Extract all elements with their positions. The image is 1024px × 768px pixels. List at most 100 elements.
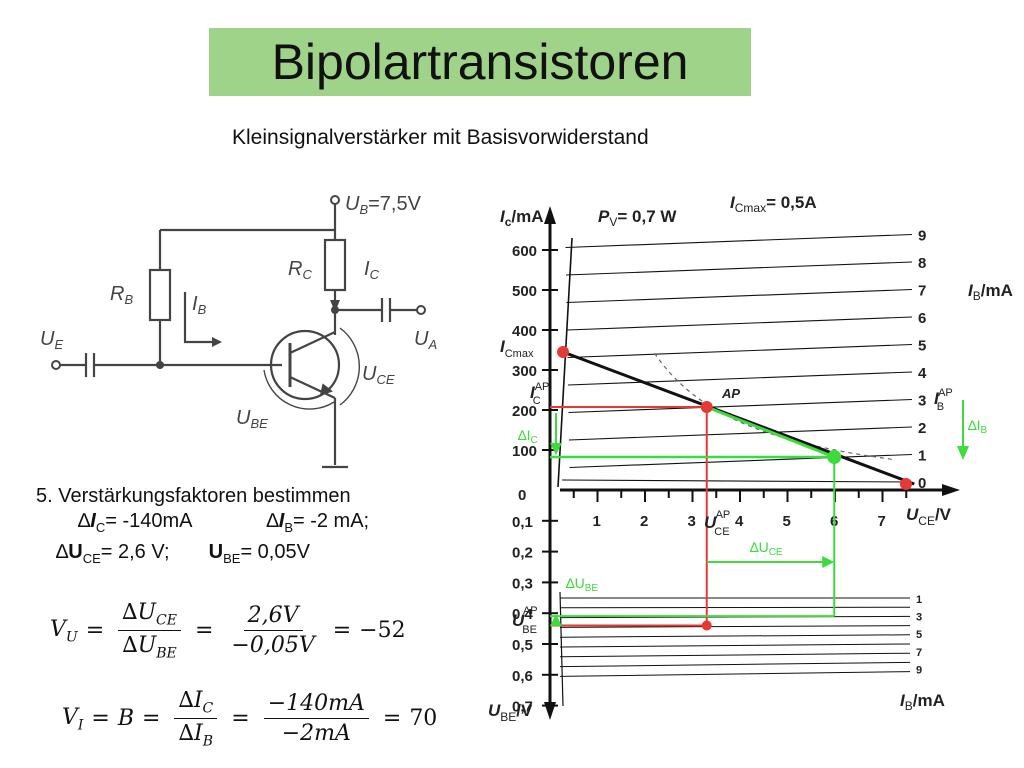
formula-current-gain: VI = B = ∆IC ∆IB = −140mA −2mA = 70 bbox=[62, 688, 437, 750]
input-curve-label-3: 3 bbox=[916, 612, 922, 624]
delta-load-segment bbox=[706, 405, 835, 459]
ube-ap-point bbox=[701, 620, 712, 631]
delta-ic-arrowhead bbox=[550, 443, 562, 455]
input-curve bbox=[559, 625, 911, 628]
formula-voltage-gain: VU = ∆UCE ∆UBE = 2,6V −0,05V = −52 bbox=[50, 600, 406, 662]
input-curve-label-9: 9 bbox=[916, 664, 922, 676]
uce-label: UCE bbox=[362, 363, 395, 387]
ib-curve-label-0: 0 bbox=[918, 475, 926, 492]
ib-label: IB bbox=[192, 293, 207, 317]
task-block: 5. Verstärkungsfaktoren bestimmen ∆IC= -… bbox=[36, 484, 369, 571]
dic-sub: C bbox=[95, 520, 106, 535]
ic-axis-label: Ic/mA bbox=[500, 207, 544, 229]
ib-curve-9 bbox=[565, 233, 913, 249]
ue-label: UE bbox=[40, 328, 63, 352]
ib-curve-6 bbox=[566, 316, 913, 331]
vu-frac-2: 2,6V −0,05V bbox=[231, 603, 315, 659]
dib-value: = -2 mA; bbox=[292, 510, 370, 532]
ube-tick-label-0,2: 0,2 bbox=[512, 545, 533, 562]
circuit-diagram: UB=7,5V RB RC IB IC UE UA UCE UBE bbox=[40, 193, 437, 469]
input-curve bbox=[559, 661, 911, 668]
ib-curve-label-5: 5 bbox=[918, 338, 926, 355]
uce-tick-label-5: 5 bbox=[783, 513, 791, 530]
ube-tick-label-0,7: 0,7 bbox=[512, 699, 533, 716]
eq-sign: = bbox=[332, 618, 352, 644]
ib-ap-label: IBAP bbox=[934, 387, 953, 413]
icmax-label: ICmax bbox=[500, 337, 534, 360]
ib-axis-label-right: IB/mA bbox=[968, 281, 1013, 303]
ic-tick-label-400: 400 bbox=[512, 323, 537, 340]
ube-axis-label: UBE/V bbox=[488, 701, 533, 724]
origin-label: 0 bbox=[518, 487, 526, 504]
ib-curve-7 bbox=[566, 288, 913, 304]
duce-value: = 2,6 V; bbox=[100, 541, 170, 563]
delta-ib-arrowhead bbox=[957, 446, 969, 460]
ap-label: AP bbox=[721, 386, 740, 401]
eq-sign: = bbox=[382, 706, 402, 732]
uce-axis-label: UCE/V bbox=[906, 505, 952, 528]
delta-symbol: ∆ bbox=[78, 510, 91, 532]
uce-tick-label-1: 1 bbox=[593, 513, 601, 530]
ib-curve-label-8: 8 bbox=[918, 255, 926, 272]
vi-frac-2: −140mA −2mA bbox=[263, 691, 369, 746]
ib-curve-1 bbox=[569, 453, 913, 469]
ic-tick-label-500: 500 bbox=[512, 283, 537, 300]
rb-label: RB bbox=[110, 283, 133, 307]
ib-curve-8 bbox=[565, 261, 913, 276]
vi-result: 70 bbox=[409, 706, 438, 732]
ic-tick-label-100: 100 bbox=[512, 443, 537, 460]
dib-sub: B bbox=[284, 520, 293, 535]
page-title: Bipolartransistoren bbox=[271, 34, 689, 90]
delta-ube-arrowhead bbox=[550, 614, 562, 627]
duce-symbol: U bbox=[68, 541, 83, 563]
input-curve bbox=[559, 671, 911, 677]
ib-curve-label-7: 7 bbox=[918, 283, 926, 300]
ic-tick-label-600: 600 bbox=[512, 243, 537, 260]
delta-uce-label: ∆UCE bbox=[750, 539, 783, 558]
eq-sign: = bbox=[142, 706, 161, 732]
ib-curve-label-2: 2 bbox=[918, 420, 926, 437]
eq-sign: = bbox=[91, 706, 110, 732]
vi-lhs: VI bbox=[62, 704, 84, 734]
ib-curve-label-4: 4 bbox=[918, 365, 927, 382]
ib-curve-2 bbox=[568, 426, 913, 441]
ube-ap-label: UBEAP bbox=[512, 605, 538, 636]
icmax-point bbox=[557, 346, 569, 358]
ube-symbol: U bbox=[208, 541, 224, 563]
vu-result: −52 bbox=[359, 618, 406, 644]
uce-tick-label-2: 2 bbox=[640, 513, 648, 530]
ib-curve-label-6: 6 bbox=[918, 310, 926, 327]
input-curve bbox=[559, 634, 911, 638]
uce-tick-label-3: 3 bbox=[688, 513, 696, 530]
eq-sign: = bbox=[231, 706, 250, 732]
ic-tick-label-300: 300 bbox=[512, 363, 537, 380]
ube-sub: BE bbox=[223, 551, 241, 566]
ua-label: UA bbox=[414, 328, 437, 352]
ube-tick-label-0,6: 0,6 bbox=[512, 668, 533, 685]
input-curve-label-7: 7 bbox=[916, 647, 922, 659]
icmax-top-label: ICmax= 0,5A bbox=[730, 193, 817, 215]
ube-tick-label-0,3: 0,3 bbox=[512, 575, 533, 592]
shifted-point bbox=[827, 450, 842, 464]
ube-value: = 0,05V bbox=[240, 541, 310, 563]
dic-symbol: I bbox=[90, 510, 96, 532]
uce-max-point bbox=[900, 478, 912, 490]
delta-uce-arrowhead bbox=[822, 556, 835, 568]
ube-tick-label-0,4: 0,4 bbox=[512, 606, 534, 623]
dib-symbol: I bbox=[278, 510, 285, 532]
uce-ap-label: UCEAP bbox=[704, 509, 730, 538]
ib-curve-3 bbox=[568, 398, 913, 414]
ube-tick-label-0,5: 0,5 bbox=[512, 637, 533, 654]
ic-ap-label: ICAP bbox=[530, 381, 549, 407]
task-line-currents: ∆IC= -140mA ∆IB= -2 mA; bbox=[36, 509, 369, 540]
dic-value: = -140mA bbox=[105, 510, 192, 532]
ib-curve-label-3: 3 bbox=[918, 393, 926, 410]
pv-label: PV= 0,7 W bbox=[598, 207, 677, 229]
supply-label: UB=7,5V bbox=[345, 193, 422, 217]
delta-symbol: ∆ bbox=[266, 510, 279, 532]
ib-curve-label-1: 1 bbox=[918, 448, 926, 465]
duce-sub: CE bbox=[82, 551, 101, 566]
vi-frac-1: ∆IC ∆IB bbox=[174, 688, 218, 750]
ib-axis-label-bottom: IB/mA bbox=[900, 691, 945, 713]
